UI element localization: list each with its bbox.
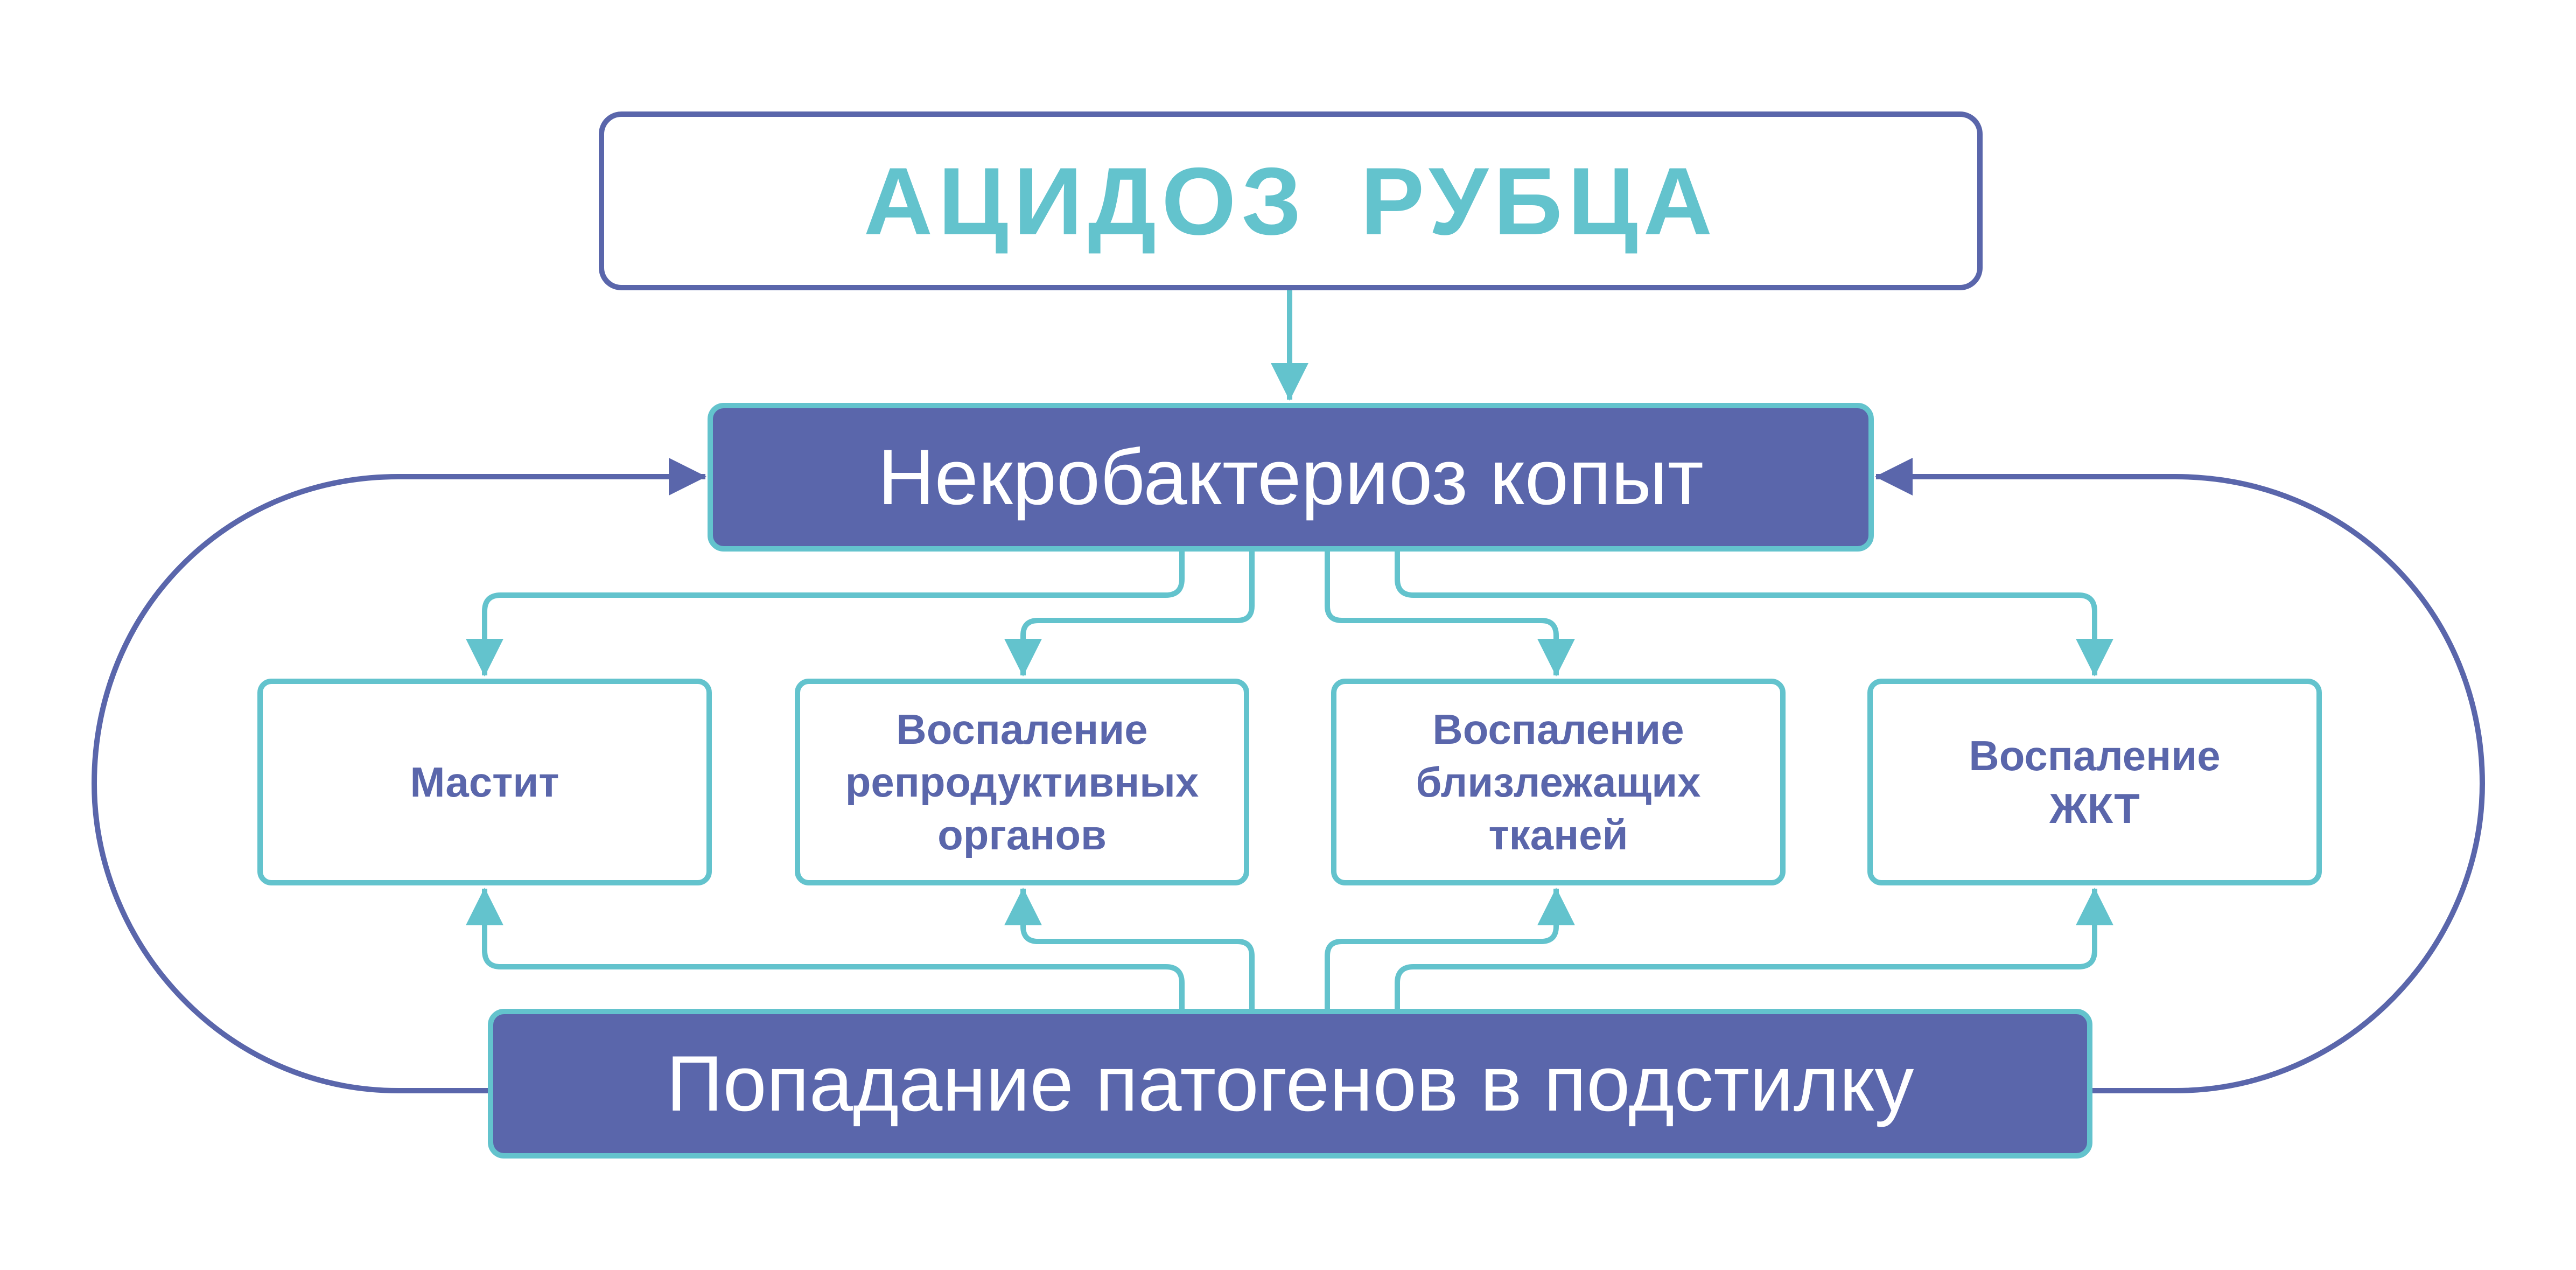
arrow-necro-to-nearby-tissues	[1325, 552, 1575, 676]
node-reproductive-line: Воспаление	[896, 706, 1148, 753]
arrow-pathogens-to-reproductive	[1004, 888, 1255, 1009]
node-nearby-tissues-inflammation: Воспаление близлежащих тканей	[1331, 679, 1786, 885]
node-reproductive-label: Воспаление репродуктивных органов	[845, 703, 1199, 861]
node-reproductive-line: органов	[937, 811, 1107, 859]
node-pathogens-label: Попадание патогенов в подстилку	[666, 1039, 1914, 1127]
node-nearby-tissues-line: Воспаление	[1432, 706, 1684, 753]
node-mastitis: Мастит	[257, 679, 712, 885]
arrow-pathogens-to-nearby-tissues	[1325, 888, 1575, 1009]
title-box: АЦИДОЗ РУБЦА	[599, 111, 1983, 290]
loop-arrow-right	[1875, 458, 2486, 1093]
node-reproductive-line: репродуктивных	[845, 758, 1199, 806]
arrow-pathogens-to-gi-tract	[1395, 888, 2113, 1009]
node-reproductive-inflammation: Воспаление репродуктивных органов	[795, 679, 1249, 885]
arrow-necro-to-gi-tract	[1395, 552, 2113, 676]
node-nearby-tissues-label: Воспаление близлежащих тканей	[1416, 703, 1700, 861]
node-gi-tract-line: ЖКТ	[2049, 785, 2140, 832]
diagram-title: АЦИДОЗ РУБЦА	[863, 147, 1718, 255]
arrow-necro-to-reproductive	[1004, 552, 1255, 676]
node-mastitis-label: Мастит	[410, 756, 559, 808]
node-pathogens-in-bedding: Попадание патогенов в подстилку	[488, 1009, 2092, 1159]
node-gi-tract-inflammation: Воспаление ЖКТ	[1867, 679, 2322, 885]
node-necrobacteriosis-label: Некробактериоз копыт	[878, 433, 1704, 521]
node-necrobacteriosis: Некробактериоз копыт	[708, 403, 1874, 552]
arrow-necro-to-mastitis	[466, 552, 1185, 676]
arrow-pathogens-to-mastitis	[466, 888, 1185, 1009]
node-gi-tract-line: Воспаление	[1969, 732, 2221, 779]
node-gi-tract-label: Воспаление ЖКТ	[1969, 729, 2220, 835]
node-nearby-tissues-line: близлежащих	[1416, 758, 1701, 806]
loop-arrow-left	[91, 458, 706, 1093]
node-nearby-tissues-line: тканей	[1488, 811, 1628, 859]
node-mastitis-line: Мастит	[410, 758, 559, 806]
